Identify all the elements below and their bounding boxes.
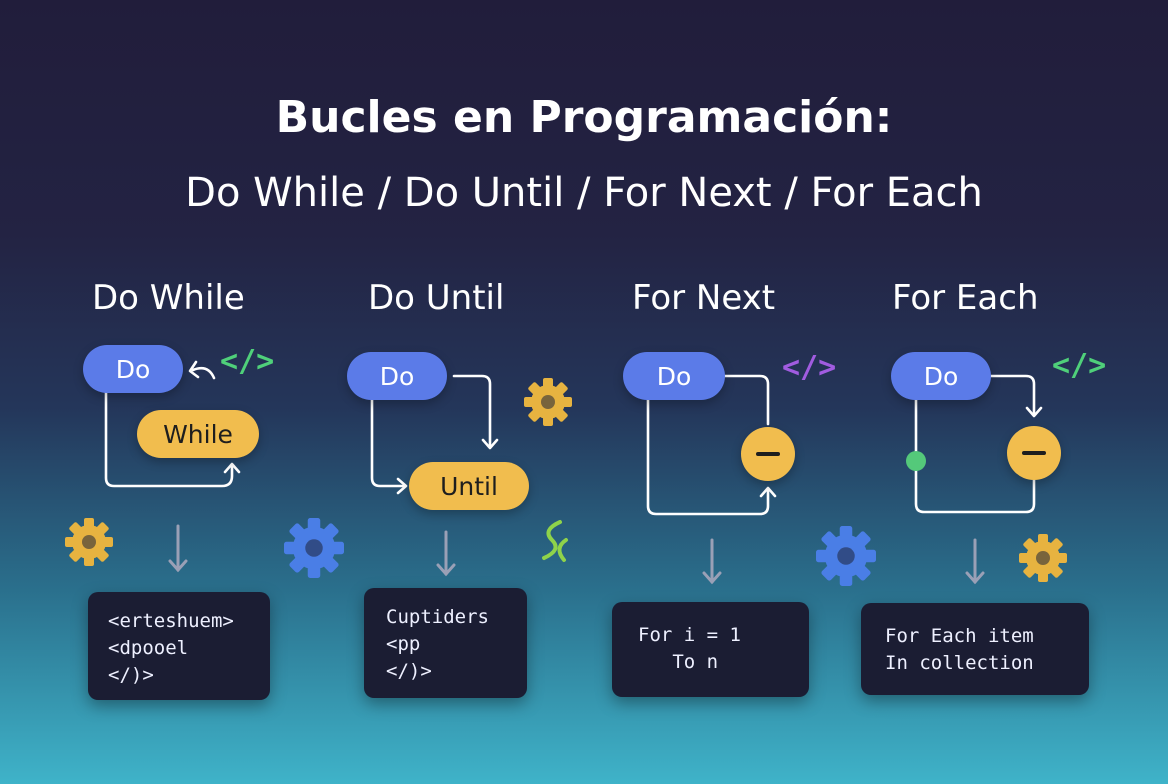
gear-icon <box>1019 534 1067 582</box>
for-next-do-pill: Do <box>623 352 725 400</box>
squiggle-icon <box>542 520 568 562</box>
for-each-do-pill: Do <box>891 352 991 400</box>
code-line: </)> <box>386 660 432 682</box>
down-arrow-icon <box>436 530 456 577</box>
do-while-connector <box>104 360 241 488</box>
do-while-do-pill: Do <box>83 345 183 393</box>
code-block-for-next: For i = 1 To n <box>612 602 809 697</box>
code-line: Cuptiders <box>386 606 489 628</box>
code-line: <pp <box>386 633 421 655</box>
code-block-do-while: <erteshuem> <dpooel </)> <box>88 592 270 700</box>
code-tag-icon: </> <box>220 344 275 379</box>
gear-icon <box>816 526 876 586</box>
down-arrow-icon <box>965 538 985 585</box>
gear-icon <box>65 518 113 566</box>
gear-icon <box>524 378 572 426</box>
code-line: For i = 1 <box>638 624 741 646</box>
section-title-for-each: For Each <box>892 278 1039 318</box>
code-line: <erteshuem> <box>108 610 234 632</box>
page-title: Bucles en Programación: <box>275 92 893 143</box>
code-block-do-until: Cuptiders <pp </)> <box>364 588 527 698</box>
minus-icon <box>1007 426 1061 480</box>
code-line: <dpooel <box>108 637 189 659</box>
section-title-for-next: For Next <box>632 278 776 318</box>
section-title-do-until: Do Until <box>368 278 505 318</box>
do-until-do-pill: Do <box>347 352 447 400</box>
code-line: To n <box>638 651 719 673</box>
code-line: </)> <box>108 664 154 686</box>
down-arrow-icon <box>168 524 188 573</box>
do-while-condition-pill: While <box>137 410 259 458</box>
for-next-connector <box>646 374 777 516</box>
for-each-connector <box>914 374 1043 514</box>
gear-icon <box>284 518 344 578</box>
down-arrow-icon <box>702 538 722 585</box>
code-tag-icon: </> <box>1052 348 1107 383</box>
code-tag-icon: </> <box>782 350 837 385</box>
minus-icon <box>741 427 795 481</box>
start-dot-icon <box>906 451 926 471</box>
page-subtitle: Do While / Do Until / For Next / For Eac… <box>185 170 983 216</box>
do-until-condition-pill: Until <box>409 462 529 510</box>
section-title-do-while: Do While <box>92 278 245 318</box>
code-line: In collection <box>885 652 1034 674</box>
code-line: For Each item <box>885 625 1034 647</box>
code-block-for-each: For Each item In collection <box>861 603 1089 695</box>
do-until-connector <box>370 374 499 495</box>
